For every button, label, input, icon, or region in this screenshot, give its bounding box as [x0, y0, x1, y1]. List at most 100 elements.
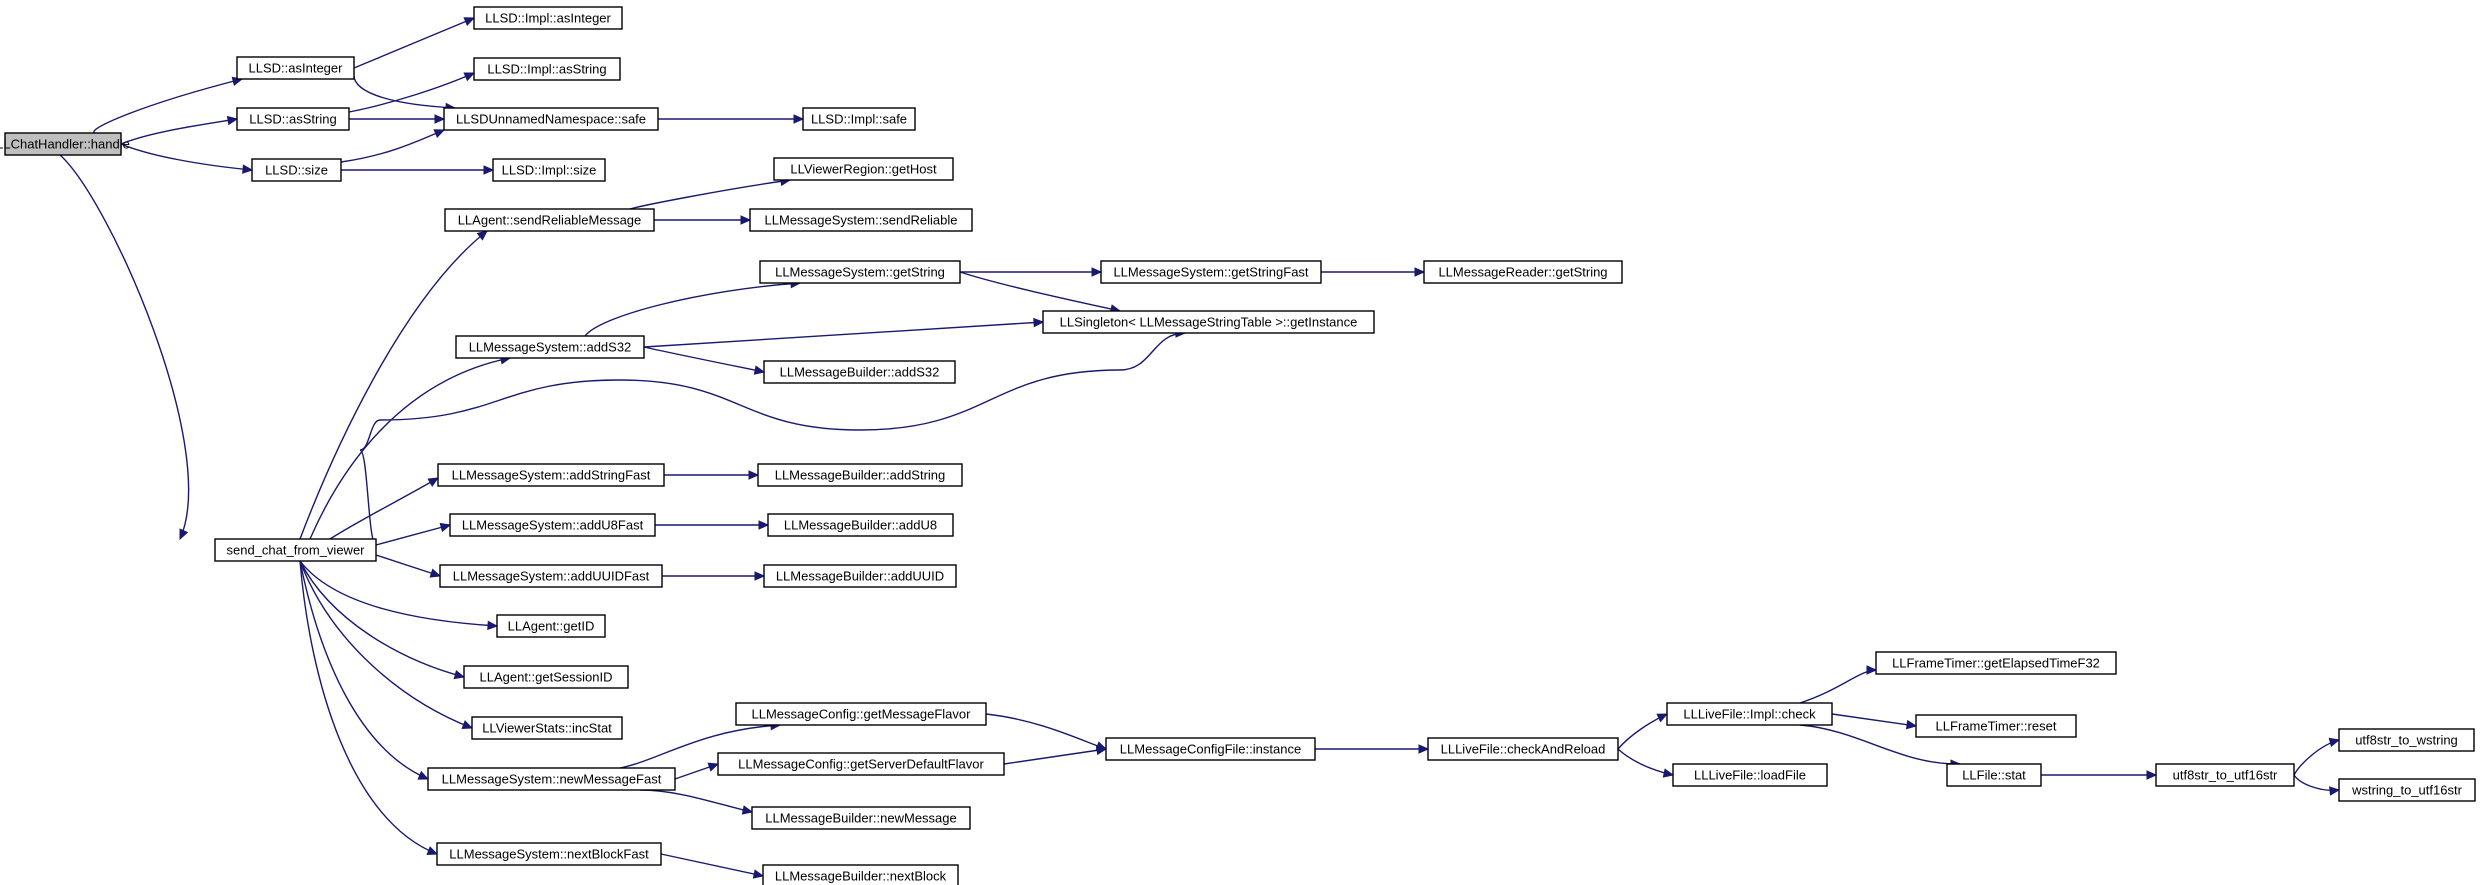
node-getHost[interactable]: LLViewerRegion::getHost [773, 157, 954, 181]
node-checkAndReload[interactable]: LLLiveFile::checkAndReload [1427, 737, 1619, 761]
node-getSessionID[interactable]: LLAgent::getSessionID [463, 665, 629, 689]
node-label: LLSD::asString [249, 112, 336, 127]
node-label: LLFrameTimer::reset [1936, 719, 2057, 734]
node-safe[interactable]: LLSDUnnamedNamespace::safe [443, 107, 659, 131]
node-box [496, 614, 606, 638]
node-label: LLMessageBuilder::addUUID [776, 569, 944, 584]
edge-sendChat-to-addS32 [309, 355, 512, 540]
node-label: LLSD::Impl::asString [487, 62, 606, 77]
node-label: LLMessageBuilder::newMessage [765, 811, 957, 826]
edge-implCheck-to-getElapsed [1799, 665, 1878, 704]
node-implAsString[interactable]: LLSD::Impl::asString [473, 57, 621, 81]
node-addU8Fast[interactable]: LLMessageSystem::addU8Fast [449, 513, 656, 537]
node-box [236, 107, 350, 131]
node-builderAddUUID[interactable]: LLMessageBuilder::addUUID [763, 564, 957, 588]
node-label: LLFile::stat [1962, 768, 2026, 783]
node-implSafe[interactable]: LLSD::Impl::safe [802, 107, 916, 131]
node-fileStat[interactable]: LLFile::stat [1946, 763, 2042, 787]
node-label: LLLiveFile::Impl::check [1683, 707, 1816, 722]
node-newMessageFast[interactable]: LLMessageSystem::newMessageFast [427, 767, 676, 791]
node-label: utf8str_to_wstring [2355, 733, 2458, 748]
edge-handle-to-sendChat [59, 154, 190, 541]
edge-sendReliableMessage-to-sendReliable [654, 215, 752, 225]
edge-addStringFast-to-builderAddString [664, 470, 760, 480]
node-label: LLMessageConfig::getMessageFlavor [752, 707, 972, 722]
node-label: wstring_to_utf16str [2351, 783, 2463, 798]
node-label: LLMessageSystem::nextBlockFast [449, 847, 649, 862]
edge-addS32-to-getInstance [643, 317, 1045, 348]
node-loadFile[interactable]: LLLiveFile::loadFile [1672, 763, 1828, 787]
node-implCheck[interactable]: LLLiveFile::Impl::check [1666, 702, 1833, 726]
edge-sendChat-to-getSessionID [299, 560, 466, 680]
node-box [455, 335, 645, 359]
node-getServerDefaultFlavor[interactable]: LLMessageConfig::getServerDefaultFlavor [717, 752, 1005, 776]
node-getMessageFlavor[interactable]: LLMessageConfig::getMessageFlavor [735, 702, 987, 726]
node-builderAddString[interactable]: LLMessageBuilder::addString [757, 463, 963, 487]
node-builderAddU8[interactable]: LLMessageBuilder::addU8 [767, 513, 954, 537]
node-addUUIDFast[interactable]: LLMessageSystem::addUUIDFast [439, 564, 663, 588]
edge-getMessageFlavor-to-configInstance [985, 713, 1108, 751]
node-sendChat[interactable]: send_chat_from_viewer [214, 538, 377, 562]
node-readerGetString[interactable]: LLMessageReader::getString [1423, 260, 1623, 284]
edge-configInstance-to-checkAndReload [1315, 744, 1430, 754]
node-configInstance[interactable]: LLMessageConfigFile::instance [1105, 737, 1316, 761]
node-addS32[interactable]: LLMessageSystem::addS32 [455, 335, 645, 359]
edge-getStringFast-to-readerGetString [1321, 267, 1426, 277]
node-label: send_chat_from_viewer [226, 543, 365, 558]
node-implSize[interactable]: LLSD::Impl::size [492, 158, 606, 182]
node-nextBlockFast[interactable]: LLMessageSystem::nextBlockFast [436, 842, 662, 866]
edge-getServerDefaultFlavor-to-configInstance [1003, 745, 1108, 765]
node-builderNewMessage[interactable]: LLMessageBuilder::newMessage [751, 806, 971, 830]
edge-newMessageFast-to-getServerDefaultFlavor [674, 762, 720, 780]
node-box [2155, 763, 2295, 787]
node-box [473, 6, 623, 30]
node-utf8toW[interactable]: utf8str_to_wstring [2338, 728, 2475, 752]
node-box [214, 538, 377, 562]
edge-addU8Fast-to-builderAddU8 [655, 520, 770, 530]
node-getString[interactable]: LLMessageSystem::getString [759, 260, 961, 284]
node-asInteger[interactable]: LLSD::asInteger [236, 56, 355, 80]
node-sendReliable[interactable]: LLMessageSystem::sendReliable [749, 208, 973, 232]
node-addStringFast[interactable]: LLMessageSystem::addStringFast [437, 463, 665, 487]
node-label: utf8str_to_utf16str [2173, 768, 2278, 783]
node-box [437, 463, 665, 487]
node-getElapsed[interactable]: LLFrameTimer::getElapsedTimeF32 [1875, 651, 2117, 675]
node-box [1423, 260, 1623, 284]
node-label: LLAgent::sendReliableMessage [458, 213, 642, 228]
node-handle[interactable]: LLChatHandler::handle [0, 132, 130, 156]
node-getID[interactable]: LLAgent::getID [496, 614, 606, 638]
node-box [1875, 651, 2117, 675]
node-getInstance[interactable]: LLSingleton< LLMessageStringTable >::get… [1042, 310, 1375, 334]
edge-asInteger-to-implAsInteger [353, 17, 476, 69]
node-wto16[interactable]: wstring_to_utf16str [2338, 778, 2476, 802]
node-box [251, 158, 342, 182]
node-box [763, 360, 956, 384]
node-box [439, 564, 663, 588]
node-builderNextBlock[interactable]: LLMessageBuilder::nextBlock [762, 864, 959, 885]
node-timerReset[interactable]: LLFrameTimer::reset [1915, 714, 2077, 738]
edge-asInteger-to-safe [353, 71, 457, 113]
node-label: LLAgent::getSessionID [480, 670, 613, 685]
node-getStringFast[interactable]: LLMessageSystem::getStringFast [1100, 260, 1322, 284]
node-box [751, 806, 971, 830]
node-label: LLMessageBuilder::addU8 [784, 518, 937, 533]
edge-sendChat-to-addU8Fast [375, 522, 452, 546]
node-box [767, 513, 954, 537]
node-utf8to16[interactable]: utf8str_to_utf16str [2155, 763, 2295, 787]
node-box [1946, 763, 2042, 787]
node-incStat[interactable]: LLViewerStats::incStat [471, 716, 623, 740]
edge-handle-to-size [120, 143, 254, 174]
edge-utf8to16-to-wto16 [2293, 774, 2341, 796]
node-implAsInteger[interactable]: LLSD::Impl::asInteger [473, 6, 623, 30]
edge-sendChat-to-addUUIDFast [375, 554, 442, 578]
node-size[interactable]: LLSD::size [251, 158, 342, 182]
node-label: LLChatHandler::handle [0, 137, 130, 152]
node-label: LLSD::Impl::asInteger [485, 11, 611, 26]
node-box [2338, 778, 2476, 802]
node-label: LLSingleton< LLMessageStringTable >::get… [1060, 315, 1358, 330]
node-asString[interactable]: LLSD::asString [236, 107, 350, 131]
node-builderAddS32[interactable]: LLMessageBuilder::addS32 [763, 360, 956, 384]
edge-handle-to-asString [120, 115, 239, 145]
node-sendReliableMessage[interactable]: LLAgent::sendReliableMessage [444, 208, 655, 232]
